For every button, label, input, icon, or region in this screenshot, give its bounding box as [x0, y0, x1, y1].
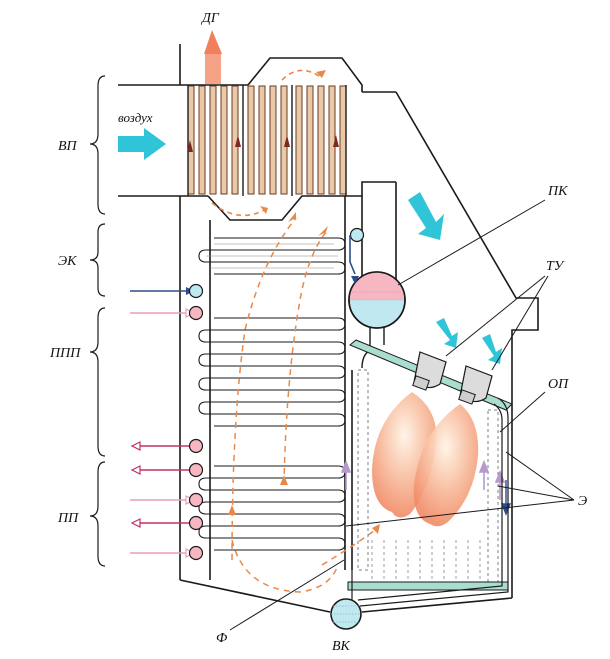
support-frame-leader [499, 391, 546, 433]
screens-label: Э [578, 494, 587, 509]
drum-label: ПК [547, 184, 568, 199]
flue-gas-label: ДГ [200, 11, 220, 26]
festoon-label: Ф [216, 631, 227, 646]
air-inlet-arrow [118, 128, 166, 160]
steam-drum [348, 271, 406, 329]
air-return-arrowhead-bottom [260, 206, 268, 214]
collector-pp-4 [130, 545, 204, 561]
economizer-label: ЭК [58, 254, 77, 269]
intermediate-superheater-coil [198, 317, 346, 427]
furnace-exit-flow [321, 527, 379, 566]
burner-2 [458, 365, 493, 405]
gas-flow-arrowheads [228, 212, 328, 515]
collector-ppp-inlet [130, 305, 204, 321]
collector-ppp-outlet [130, 438, 204, 454]
collector-pp-2 [130, 492, 204, 508]
collector-pp-3 [130, 515, 204, 531]
superheater-label: ПП [57, 511, 79, 526]
intermediate-superheater-label: ППП [49, 346, 81, 361]
economizer-coil [198, 237, 346, 275]
festoon-leader [229, 559, 345, 631]
boiler-casing [118, 44, 539, 613]
lower-collector-label: ВК [332, 639, 351, 654]
drum-feed-line [349, 227, 365, 284]
screens-leaders [345, 451, 575, 527]
air-label: воздух [118, 110, 153, 125]
air-preheater-tubes [187, 85, 347, 196]
downcomer-arrow [500, 480, 512, 516]
burners-label: ТУ [546, 259, 565, 274]
flame-2 [413, 404, 479, 527]
furnace-exit-arrowhead [372, 524, 380, 534]
flue-gas-arrow [204, 30, 222, 84]
air-return-arrows [211, 69, 323, 217]
furnace-screens [357, 369, 499, 586]
lower-collector [330, 598, 362, 630]
burners-leaders [445, 275, 549, 371]
air-return-arrowhead-top [316, 70, 326, 78]
gas-flow-arrow [408, 192, 444, 240]
air-preheater-label: ВП [58, 139, 78, 154]
drum-leader [397, 199, 546, 286]
superheater-coil [198, 465, 346, 551]
lower-collector-pipes [351, 397, 509, 607]
section-braces [89, 75, 106, 567]
collector-pp-1 [130, 462, 204, 478]
burner-1 [412, 351, 447, 391]
burner-air-arrows [436, 318, 502, 364]
collector-economizer-inlet [130, 283, 204, 299]
bottom-beam [347, 581, 509, 591]
support-frame-label: ОП [548, 377, 569, 392]
gas-flow-dashed [231, 217, 339, 593]
